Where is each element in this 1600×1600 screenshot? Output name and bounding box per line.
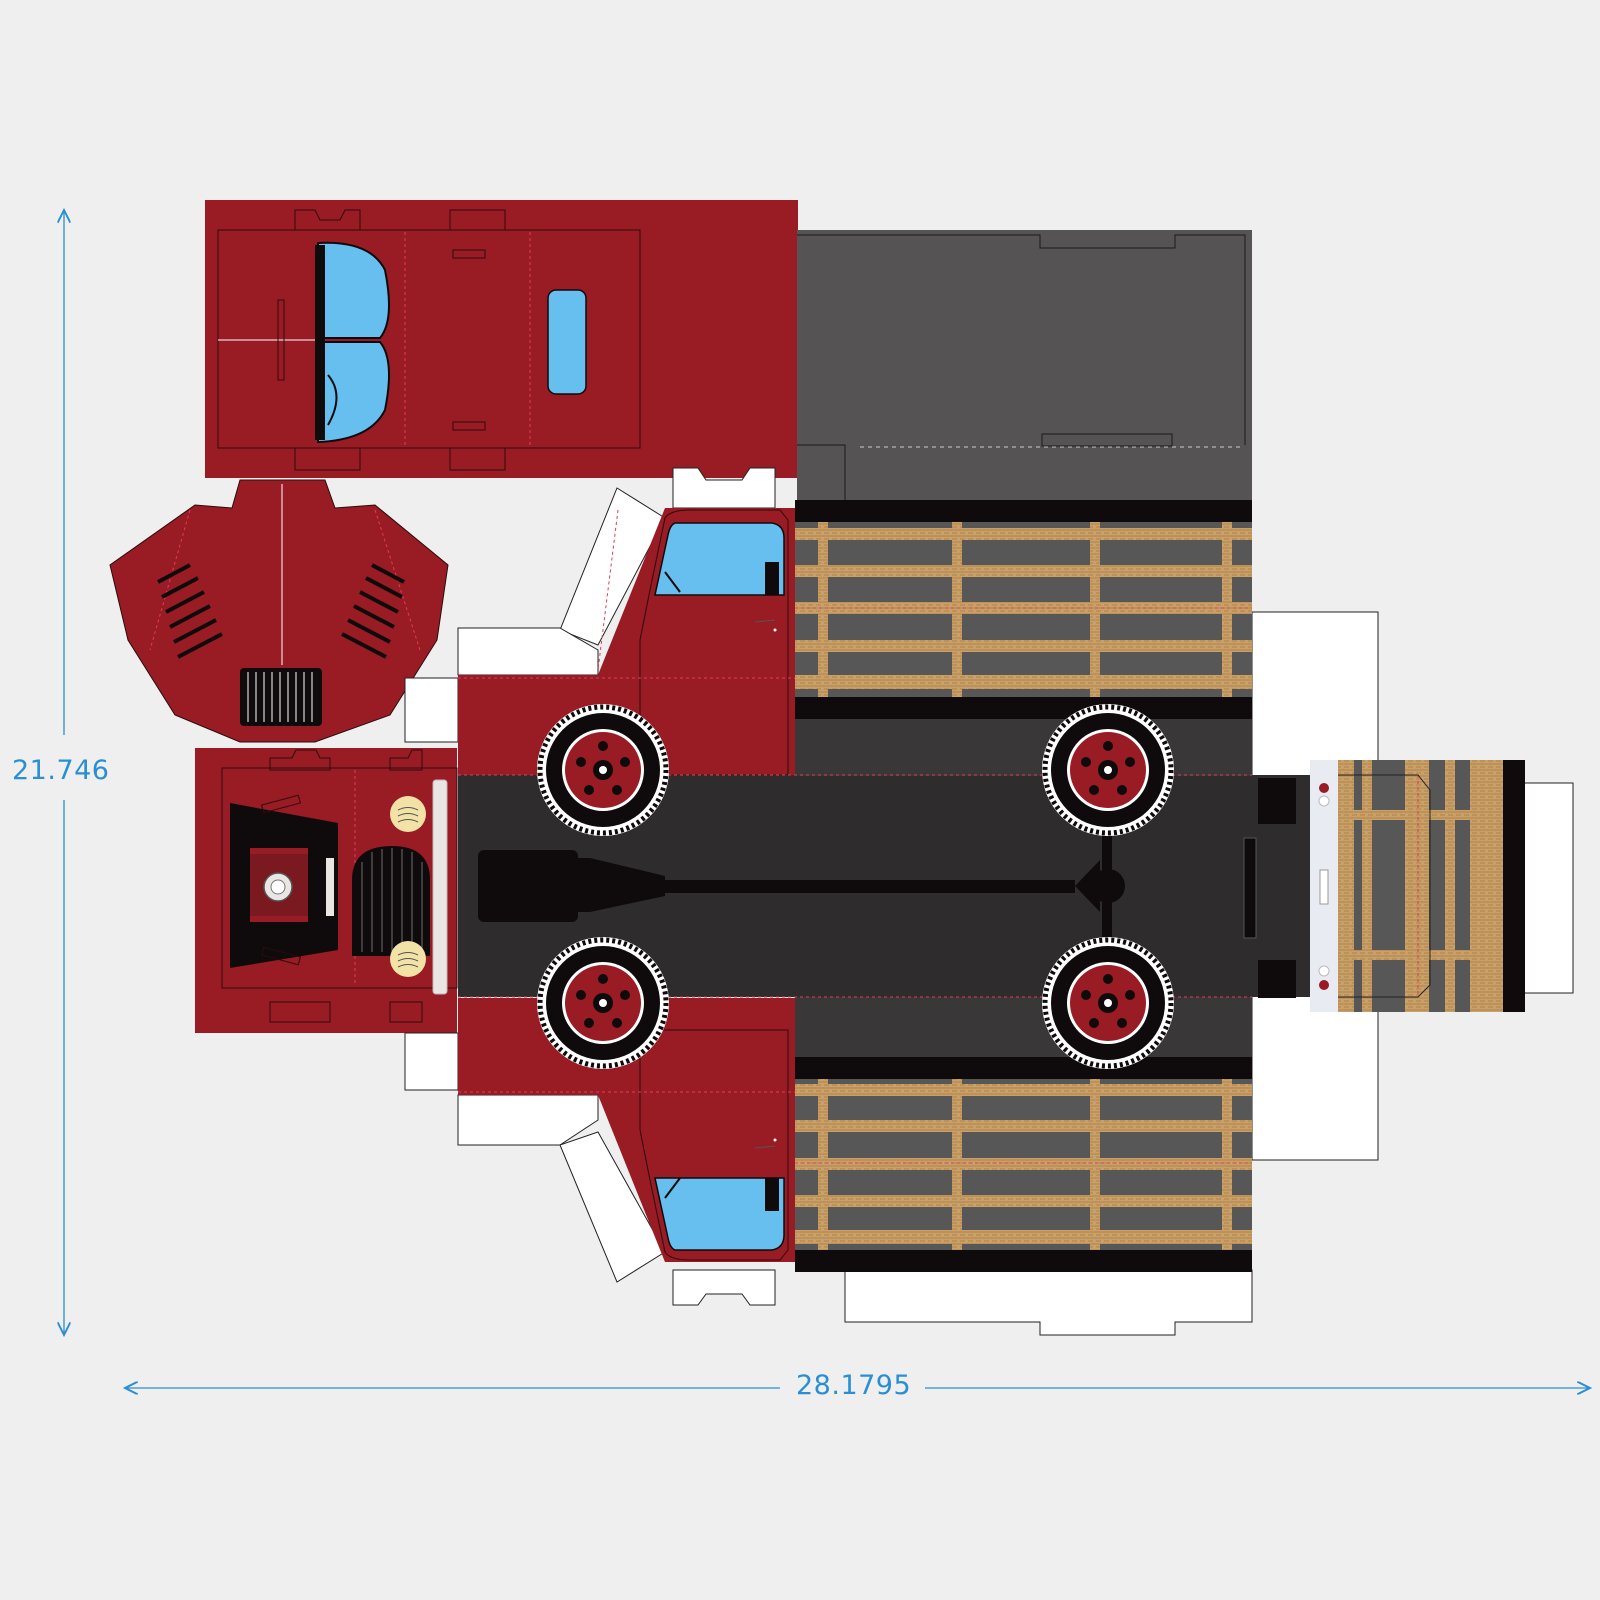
wheel-front-lower [537, 937, 669, 1069]
hood-panel [109, 479, 449, 743]
cab-side-lower [458, 998, 795, 1262]
wheel-rear-upper [1042, 704, 1174, 836]
hood-vents-left [157, 563, 223, 659]
stake-rail-lower [795, 1057, 1252, 1272]
dimension-lines [64, 210, 1590, 1388]
cab-roof-panel [205, 200, 798, 478]
grille-top [240, 668, 322, 726]
width-dimension-label: 28.1795 [790, 1370, 918, 1401]
tailgate-panel [1243, 760, 1525, 1012]
stake-rail-upper [795, 500, 1252, 719]
wheel-rear-lower [1042, 937, 1174, 1069]
height-dimension-label: 21.746 [6, 755, 116, 786]
engine-block [478, 850, 578, 922]
front-bumper-strip [432, 779, 448, 995]
wheel-front-upper [537, 704, 669, 836]
cab-side-upper [458, 508, 795, 776]
bed-floor-panel [797, 230, 1252, 500]
windshield-upper [317, 241, 390, 339]
wheels [537, 704, 1174, 1069]
windshield-lower [317, 341, 390, 444]
hood-vents-right [341, 563, 405, 659]
front-grille [352, 846, 430, 956]
rear-window [547, 289, 587, 395]
front-panel [195, 748, 458, 1033]
cab-side-window-upper [654, 522, 785, 596]
cab-side-window-lower [654, 1177, 785, 1251]
